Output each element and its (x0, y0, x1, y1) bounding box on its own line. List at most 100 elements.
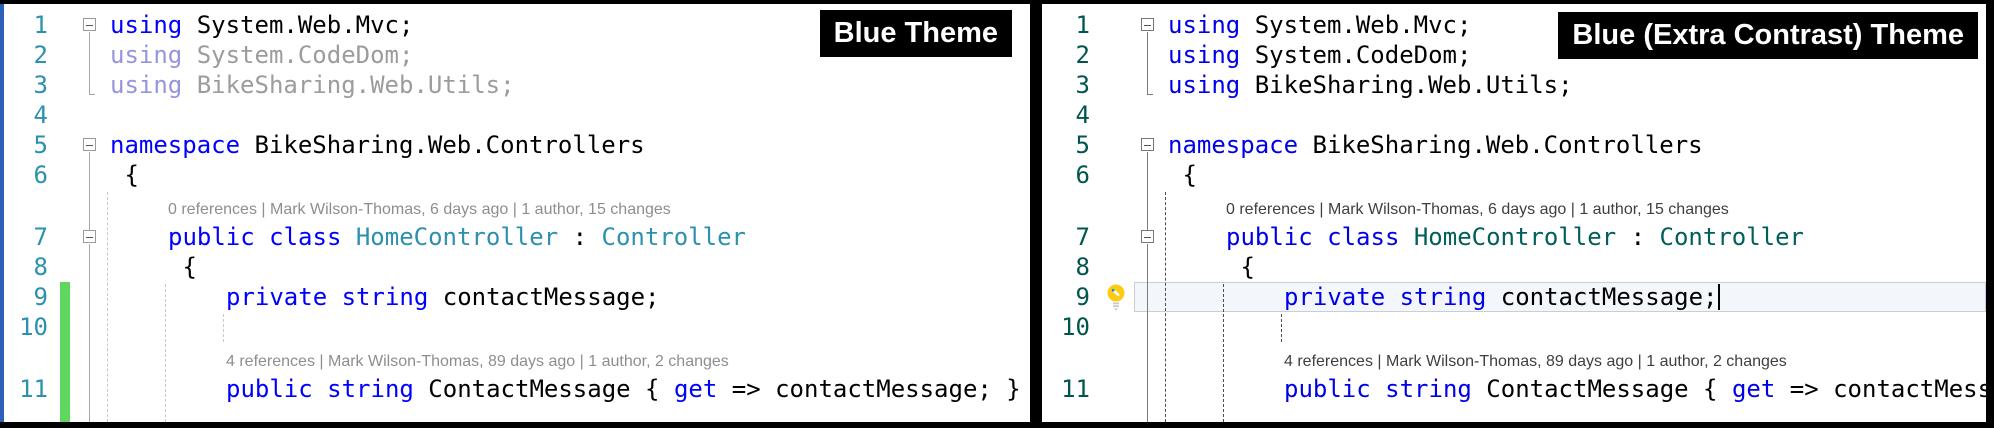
collapse-minus-icon[interactable] (1140, 230, 1154, 243)
token: private (1284, 283, 1386, 311)
token: BikeSharing.Web.Utils; (182, 71, 515, 99)
token: Controller (601, 223, 747, 251)
code-text[interactable]: private string contactMessage; (102, 282, 1030, 312)
code-text[interactable]: namespace BikeSharing.Web.Controllers (1160, 130, 1986, 160)
fold-margin (76, 374, 102, 422)
token: get (673, 375, 718, 403)
line-body: using BikeSharing.Web.Utils; (1134, 70, 1986, 100)
codelens-link[interactable]: 0 references | Mark Wilson-Thomas, 6 day… (168, 201, 671, 218)
collapse-minus-icon[interactable] (82, 138, 96, 151)
code-text[interactable]: private string contactMessage; (1160, 282, 1986, 312)
code-text[interactable] (1160, 312, 1986, 342)
code-text[interactable]: public class HomeController : Controller (1160, 222, 1986, 252)
line-number[interactable]: 9 (1075, 283, 1090, 311)
code-text[interactable]: { (102, 160, 1030, 190)
line-number[interactable]: 6 (33, 161, 48, 189)
code-text[interactable] (102, 100, 1030, 130)
code-line-4: 4 (4, 100, 1030, 130)
code-text[interactable]: public string ContactMessage { get => co… (102, 374, 1030, 422)
codelens-link[interactable]: 4 references | Mark Wilson-Thomas, 89 da… (226, 353, 729, 370)
line-body: public string ContactMessage { get => co… (76, 374, 1030, 422)
line-body: using System.CodeDom; (76, 40, 1030, 70)
fold-margin (1134, 130, 1160, 160)
code-text[interactable]: { (1160, 160, 1986, 190)
line-number[interactable]: 10 (19, 313, 48, 341)
line-number[interactable]: 7 (1075, 223, 1090, 251)
line-number[interactable]: 1 (33, 11, 48, 39)
line-body (1134, 312, 1986, 342)
collapse-minus-icon[interactable] (82, 18, 96, 31)
code-editor[interactable]: 1 using System.Web.Mvc; 2 using System.Code… (1042, 4, 1986, 422)
fold-margin (1134, 312, 1160, 342)
code-text[interactable]: using BikeSharing.Web.Utils; (1160, 70, 1986, 100)
text-caret (1717, 284, 1720, 310)
line-number[interactable]: 3 (1075, 71, 1090, 99)
change-margin (56, 374, 76, 422)
change-margin (56, 40, 76, 70)
codelens-link[interactable]: 0 references | Mark Wilson-Thomas, 6 day… (1226, 201, 1729, 218)
code-text[interactable] (1160, 100, 1986, 130)
token: System.Web.Mvc; (182, 11, 414, 39)
change-margin (1098, 40, 1134, 70)
codelens-link[interactable]: 4 references | Mark Wilson-Thomas, 89 da… (1284, 353, 1787, 370)
change-margin (56, 312, 76, 342)
line-number[interactable]: 5 (1075, 131, 1090, 159)
code-line-10: 10 (1042, 312, 1986, 342)
code-editor[interactable]: 1 using System.Web.Mvc; 2 using System.Code… (4, 4, 1030, 422)
fold-margin (1134, 190, 1160, 222)
lightbulb-icon[interactable] (1105, 283, 1127, 311)
change-margin (1098, 282, 1134, 312)
code-text[interactable]: { (1160, 252, 1986, 282)
line-body: 0 references | Mark Wilson-Thomas, 6 day… (1134, 190, 1986, 222)
code-line-6: 6 { (4, 160, 1030, 190)
indent-guide (223, 314, 224, 342)
line-number[interactable]: 10 (1061, 313, 1090, 341)
collapse-minus-icon[interactable] (82, 230, 96, 243)
collapse-minus-icon[interactable] (1140, 138, 1154, 151)
token: contactMessage; (1486, 283, 1718, 311)
line-number[interactable]: 8 (1075, 253, 1090, 281)
line-number[interactable]: 4 (33, 101, 48, 129)
indent-guide (107, 192, 108, 422)
code-text[interactable]: using System.CodeDom; (102, 40, 1030, 70)
token (1399, 223, 1413, 251)
line-number[interactable]: 1 (1075, 11, 1090, 39)
codelens-row: 4 references | Mark Wilson-Thomas, 89 da… (4, 342, 1030, 374)
code-text[interactable]: namespace BikeSharing.Web.Controllers (102, 130, 1030, 160)
token: using (1168, 71, 1241, 99)
line-body: { (76, 252, 1030, 282)
line-number[interactable]: 2 (1075, 41, 1090, 69)
code-text[interactable] (102, 312, 1030, 342)
line-number (4, 342, 56, 374)
change-margin (1098, 190, 1134, 222)
line-number[interactable]: 5 (33, 131, 48, 159)
line-number[interactable]: 3 (33, 71, 48, 99)
code-text[interactable]: public string ContactMessage { get => co… (1160, 374, 1986, 422)
code-text[interactable]: using System.Web.Mvc; (1160, 10, 1986, 40)
fold-margin (1134, 100, 1160, 130)
fold-margin (76, 312, 102, 342)
token: string (327, 375, 414, 403)
code-text[interactable]: using System.CodeDom; (1160, 40, 1986, 70)
code-text[interactable]: { (102, 252, 1030, 282)
token: class (269, 223, 342, 251)
fold-margin (1134, 10, 1160, 40)
line-number[interactable]: 2 (33, 41, 48, 69)
indent-guide (1223, 284, 1224, 422)
line-number[interactable]: 11 (19, 375, 48, 403)
code-text[interactable]: public class HomeController : Controller (102, 222, 1030, 252)
line-number[interactable]: 6 (1075, 161, 1090, 189)
code-text[interactable]: using BikeSharing.Web.Utils; (102, 70, 1030, 100)
line-number[interactable]: 4 (1075, 101, 1090, 129)
token: => contactMessage; } (717, 375, 1021, 403)
line-number[interactable]: 9 (33, 283, 48, 311)
change-margin (56, 10, 76, 40)
code-text[interactable]: using System.Web.Mvc; (102, 10, 1030, 40)
line-number[interactable]: 11 (1061, 375, 1090, 403)
collapse-minus-icon[interactable] (1140, 18, 1154, 31)
fold-margin (1134, 252, 1160, 282)
line-number[interactable]: 7 (33, 223, 48, 251)
codelens-row: 0 references | Mark Wilson-Thomas, 6 day… (4, 190, 1030, 222)
line-number[interactable]: 8 (33, 253, 48, 281)
token: { (110, 161, 139, 189)
